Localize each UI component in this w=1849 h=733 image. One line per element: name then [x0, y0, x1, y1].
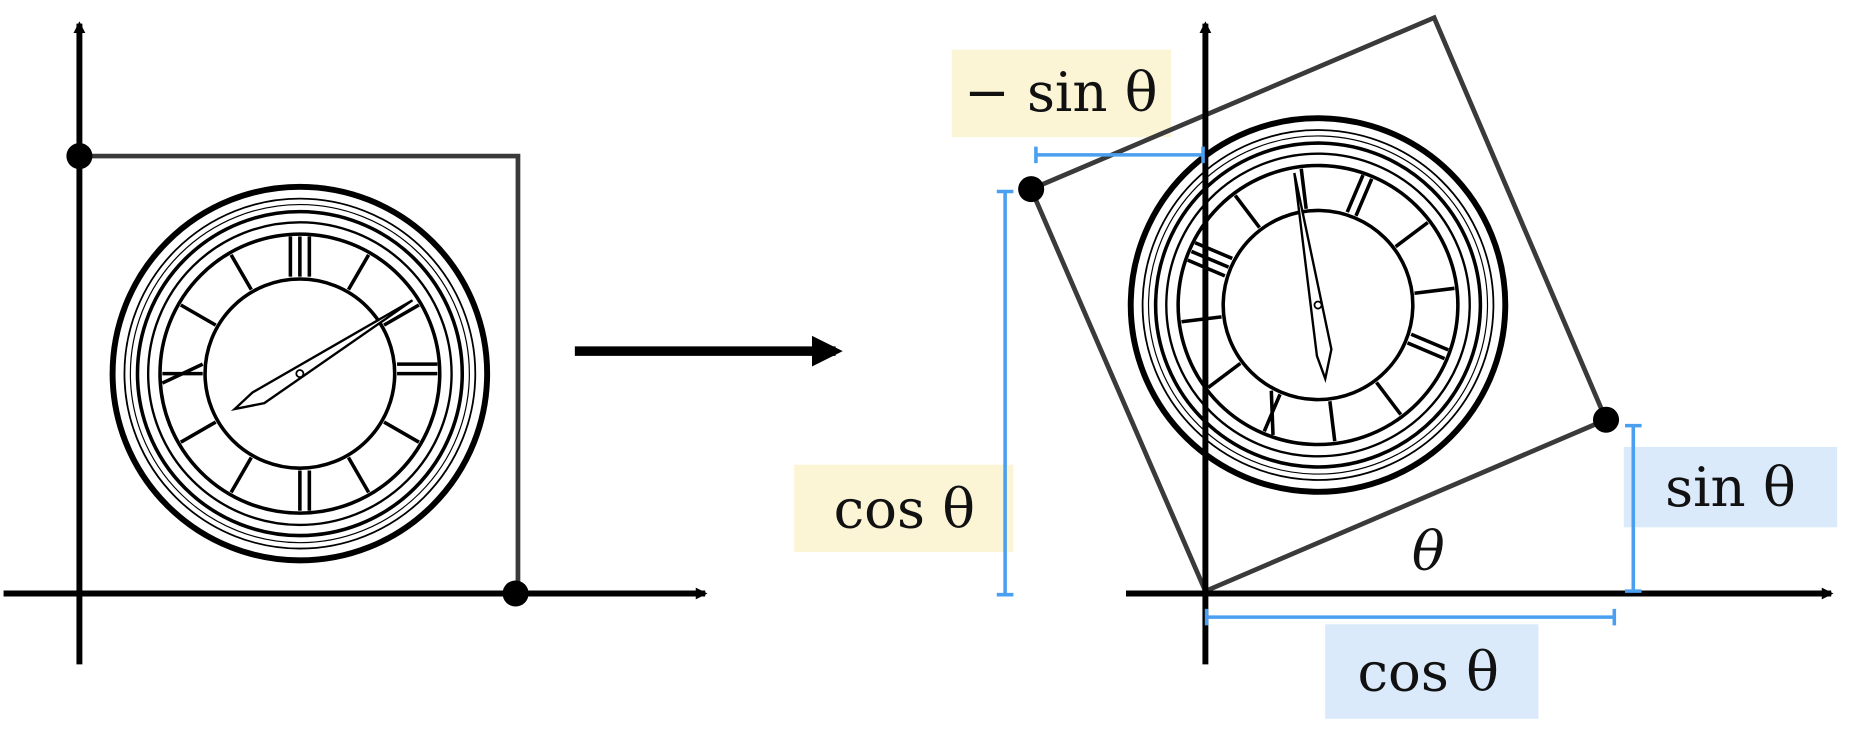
clock-image: [113, 187, 488, 561]
bracket-cos-bottom: [1204, 608, 1617, 626]
cos-left-box: [794, 464, 1014, 553]
sin-right-label: sin θ: [1665, 455, 1796, 519]
point-rotated-e2: [1018, 176, 1045, 203]
unit-square: [79, 153, 521, 594]
rotated-square: [1028, 14, 1610, 595]
point-e1: [502, 580, 529, 607]
cos-bottom-label: cos θ: [1358, 640, 1499, 704]
point-rotated-e1: [1592, 406, 1620, 433]
theta-label: θ: [1412, 519, 1445, 583]
point-e2: [66, 143, 93, 170]
cos-bottom-box: [1325, 624, 1539, 719]
bracket-sin-right: [1624, 423, 1642, 593]
cos-left-label: cos θ: [834, 476, 975, 540]
rotated-panel: − sin θ cos θ sin θ cos θ θ: [794, 14, 1838, 719]
bracket-neg-sin: [1034, 146, 1205, 164]
neg-sin-label: − sin θ: [964, 60, 1158, 124]
original-panel: [3, 21, 708, 665]
bracket-cos-left: [996, 189, 1014, 597]
sin-right-box: [1623, 446, 1838, 528]
neg-sin-box: [951, 49, 1172, 138]
